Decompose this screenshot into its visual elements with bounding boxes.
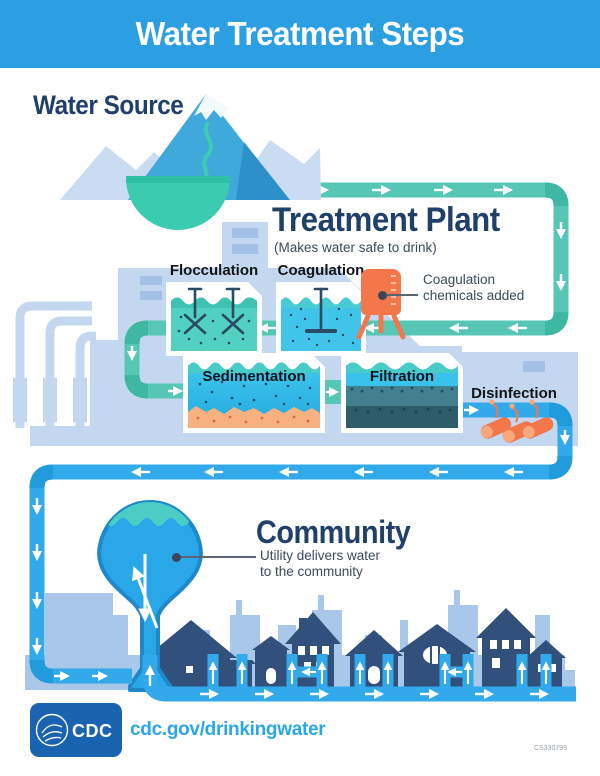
hhs-seal-icon [35, 713, 69, 747]
treatment-plant-subtitle: (Makes water safe to drink) [274, 240, 437, 255]
chemical-tank-ticks [391, 275, 396, 305]
flocculation-label: Flocculation [169, 262, 259, 279]
chlorine-tanks-icon [480, 399, 554, 443]
chemical-tank-legs [356, 314, 406, 340]
community-note-dot [172, 553, 181, 562]
chemical-note-dot [378, 291, 387, 300]
filtration-water [346, 362, 458, 428]
cdc-logo-text: CDC [72, 721, 113, 741]
chemical-note: Coagulation chemicals added [423, 272, 525, 303]
page-title: Water Treatment Steps [135, 15, 465, 52]
cdc-logo: CDC [30, 703, 122, 757]
community-title: Community [256, 514, 411, 550]
stirrer-icon [305, 287, 337, 333]
disinfection-label: Disinfection [471, 385, 557, 402]
sedimentation-label: Sedimentation [202, 368, 306, 385]
filtration-label: Filtration [369, 368, 435, 385]
water-source-title: Water Source [33, 90, 184, 120]
footer-url-link[interactable]: cdc.gov/drinkingwater [130, 719, 326, 740]
mountain-illustration [60, 94, 321, 200]
flow-arrows [31, 184, 571, 700]
document-code: CS330799 [534, 745, 568, 752]
header-banner: Water Treatment Steps [0, 0, 600, 68]
mixer-paddles-icon [183, 287, 245, 335]
lake-wave-band [126, 176, 230, 183]
coagulation-label: Coagulation [277, 262, 365, 279]
coagulation-water [281, 287, 361, 351]
chemical-note-line [387, 294, 418, 296]
water-tower [97, 500, 203, 692]
community-note: Utility delivers water to the community [260, 548, 381, 579]
treatment-plant-title: Treatment Plant [272, 201, 500, 239]
sedimentation-water [188, 362, 320, 428]
community-note-line [181, 556, 256, 558]
birds-icon [139, 116, 171, 130]
flocculation-water [171, 287, 257, 351]
